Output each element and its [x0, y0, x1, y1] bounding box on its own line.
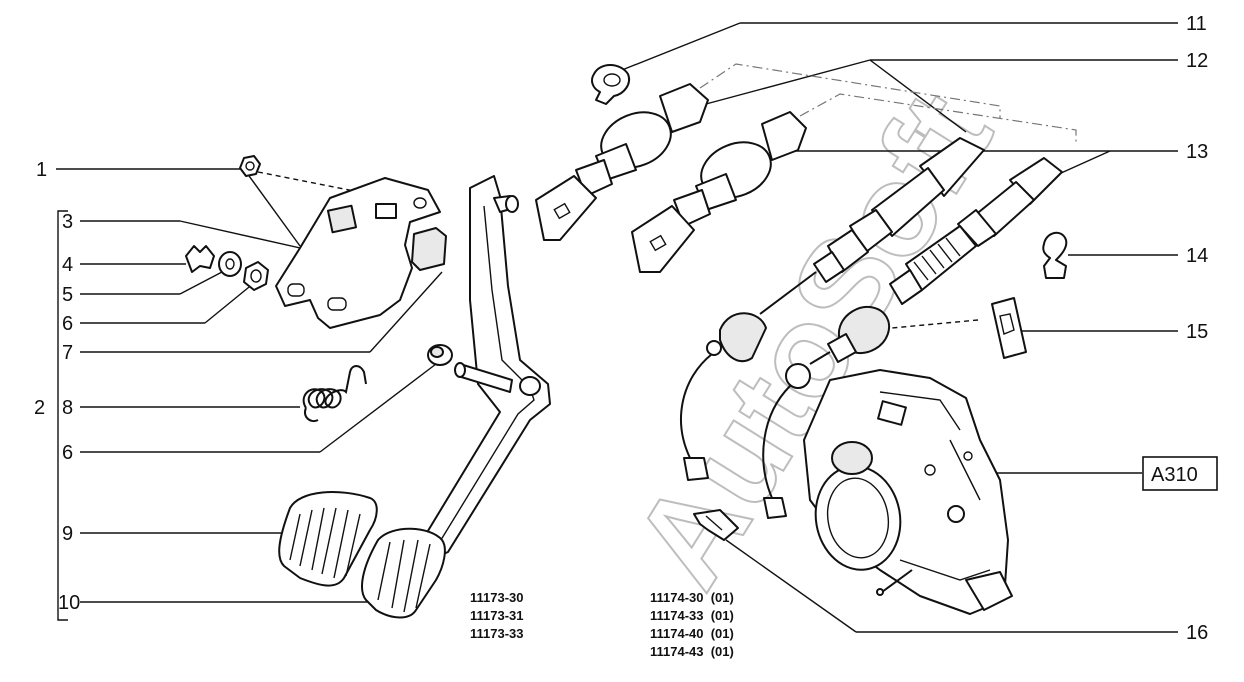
nut-part-6	[243, 261, 269, 291]
code-right-2: 11174-33 (01)	[650, 608, 734, 623]
callout-10: 10	[58, 592, 80, 614]
callout-7: 7	[62, 342, 73, 364]
callout-13: 13	[1186, 141, 1208, 163]
callout-15: 15	[1186, 321, 1208, 343]
bracket-plate-part-3	[275, 177, 441, 329]
callout-numbers: 1 2 3 4 5 6 7 8 6 9 10 11 12 13 14 15 16	[34, 13, 1208, 644]
callout-9: 9	[62, 523, 73, 545]
part-codes-right: 11174-30 (01) 11174-33 (01) 11174-40 (01…	[650, 590, 734, 659]
reference-box: A310	[1142, 456, 1218, 491]
bushing-part-6b	[427, 344, 453, 366]
code-left-3: 11173-33	[470, 626, 524, 641]
cable-end-part-13	[631, 111, 807, 273]
callout-5: 5	[62, 284, 73, 306]
group-bracket	[57, 210, 68, 621]
cable-end-part-12	[535, 83, 709, 241]
callout-16: 16	[1186, 622, 1208, 644]
clip-part-14	[1042, 231, 1068, 279]
callout-14: 14	[1186, 245, 1208, 267]
cable-assembly-left	[680, 137, 985, 481]
callout-12: 12	[1186, 50, 1208, 72]
spring-part-8	[302, 365, 367, 422]
cable-assembly-right	[762, 157, 1063, 519]
washer-part-5	[218, 251, 242, 277]
clip-part-4	[185, 245, 215, 273]
code-left-2: 11173-31	[470, 608, 524, 623]
callout-8: 8	[62, 397, 73, 419]
callout-3: 3	[62, 211, 73, 233]
clip-part-11	[591, 64, 630, 105]
code-left-1: 11173-30	[470, 590, 524, 605]
pad-part-7	[411, 227, 447, 271]
pedal-pad-part-9	[278, 491, 378, 587]
code-right-4: 11174-43 (01)	[650, 644, 734, 659]
pedal-arm	[419, 175, 551, 561]
callout-6b: 6	[62, 442, 73, 464]
callout-1: 1	[36, 159, 47, 181]
code-right-1: 11174-30 (01)	[650, 590, 734, 605]
pedal-pad-part-10	[361, 527, 446, 619]
clip-part-15	[991, 297, 1027, 359]
nut-part-1	[239, 155, 261, 177]
throttle-body	[803, 369, 1013, 615]
clip-part-16	[693, 509, 739, 541]
callout-6a: 6	[62, 313, 73, 335]
reference-box-label: A310	[1151, 464, 1198, 486]
code-right-3: 11174-40 (01)	[650, 626, 734, 641]
callout-11: 11	[1186, 13, 1207, 35]
callout-2: 2	[34, 397, 45, 419]
part-codes-left: 11173-30 11173-31 11173-33	[470, 590, 524, 641]
callout-4: 4	[62, 254, 73, 276]
cable-routing	[699, 63, 1077, 142]
